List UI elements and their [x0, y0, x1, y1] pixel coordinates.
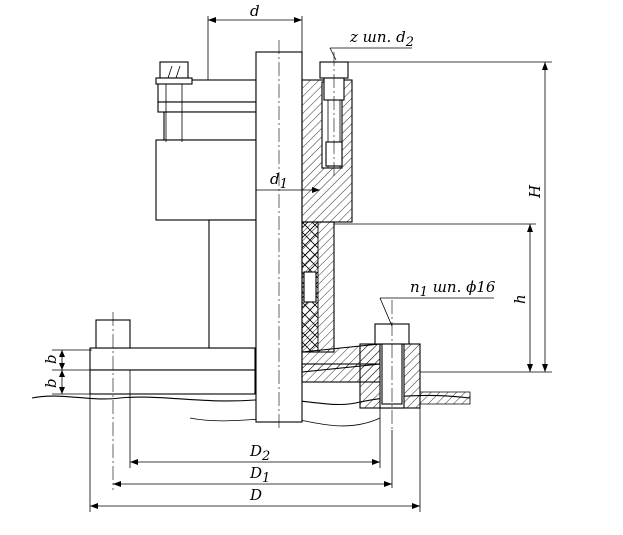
support-column	[208, 219, 257, 349]
bracket-block	[155, 139, 257, 221]
bolt-washer-top-left	[155, 77, 193, 85]
label-d: d	[250, 2, 260, 20]
label-D2: D2	[249, 442, 270, 464]
label-b-bottom: b	[42, 378, 60, 388]
label-z-bolts: z шп. d2	[349, 28, 414, 50]
label-D1: D1	[249, 464, 270, 486]
upper-bracket-plate-2	[157, 101, 257, 113]
label-H: H	[526, 184, 544, 199]
label-n1-bolts: n1 шп. ϕ16	[410, 278, 496, 300]
label-D: D	[249, 486, 262, 504]
label-b-top: b	[42, 354, 60, 364]
label-d1: d1	[270, 170, 288, 192]
ground-hatch-right	[419, 391, 471, 405]
lantern-ring	[303, 271, 317, 303]
base-plate-left-lower	[89, 369, 256, 395]
label-h: h	[511, 294, 529, 304]
base-plate-left	[89, 347, 256, 371]
upper-bracket-web	[163, 111, 257, 141]
bolt-nut-top-left	[159, 61, 189, 79]
